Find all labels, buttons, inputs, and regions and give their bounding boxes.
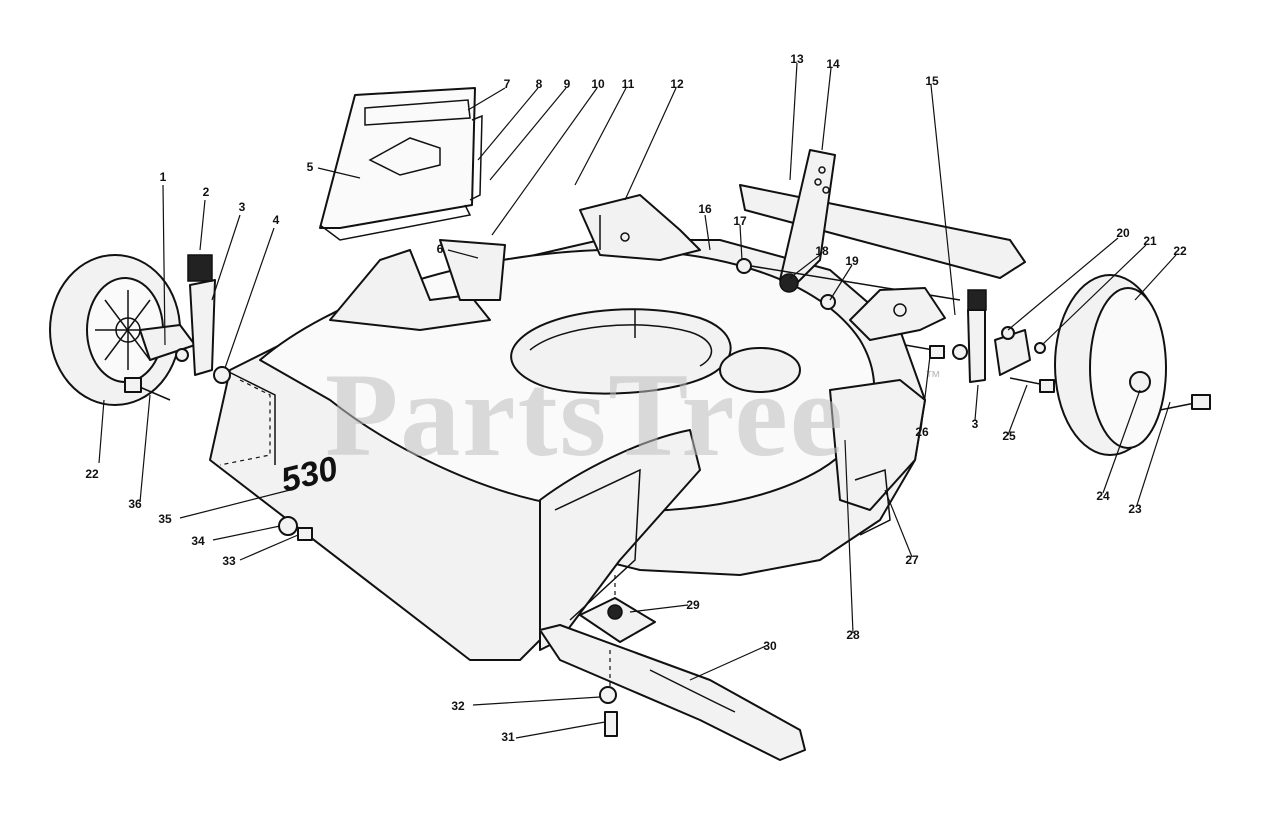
callout-14: 14 bbox=[826, 57, 840, 71]
watermark-trademark: ™ bbox=[925, 369, 941, 386]
callout-10: 10 bbox=[591, 77, 605, 91]
callout-11: 11 bbox=[622, 77, 635, 91]
right-wheel-assembly bbox=[1054, 274, 1211, 456]
right-height-bracket bbox=[849, 287, 1055, 393]
callout-leaders bbox=[98, 62, 1177, 739]
callout-27: 27 bbox=[905, 553, 919, 567]
callout-31: 31 bbox=[501, 730, 515, 744]
callout-labels: 1 2 3 3 4 5 6 7 8 9 10 11 12 13 14 15 16… bbox=[85, 52, 1187, 744]
callout-30: 30 bbox=[763, 639, 777, 653]
callout-13: 13 bbox=[790, 52, 804, 66]
callout-7: 7 bbox=[504, 77, 511, 91]
callout-35: 35 bbox=[158, 512, 172, 526]
callout-8: 8 bbox=[536, 77, 543, 91]
watermark-text: PartsTree bbox=[325, 348, 845, 481]
callout-1: 1 bbox=[160, 170, 167, 184]
callout-15: 15 bbox=[925, 74, 939, 88]
callout-19: 19 bbox=[845, 254, 859, 268]
callout-24: 24 bbox=[1096, 489, 1110, 503]
rear-height-adjuster bbox=[736, 149, 1026, 310]
callout-6: 6 bbox=[437, 242, 444, 256]
callout-2: 2 bbox=[203, 185, 210, 199]
callout-29: 29 bbox=[686, 598, 700, 612]
rear-flap-assembly bbox=[319, 87, 483, 241]
watermark: PartsTree ™ bbox=[325, 348, 941, 481]
callout-25: 25 bbox=[1002, 429, 1016, 443]
callout-23: 23 bbox=[1128, 502, 1142, 516]
callout-28: 28 bbox=[846, 628, 860, 642]
callout-22-left: 22 bbox=[85, 467, 99, 481]
callout-20: 20 bbox=[1116, 226, 1130, 240]
callout-26: 26 bbox=[915, 425, 929, 439]
callout-9: 9 bbox=[564, 77, 571, 91]
callout-16: 16 bbox=[698, 202, 712, 216]
callout-32: 32 bbox=[451, 699, 465, 713]
callout-22-right: 22 bbox=[1173, 244, 1187, 258]
left-wheel-assembly bbox=[49, 254, 231, 406]
callout-3-left: 3 bbox=[239, 200, 246, 214]
callout-17: 17 bbox=[733, 214, 747, 228]
callout-12: 12 bbox=[670, 77, 684, 91]
callout-34: 34 bbox=[191, 534, 205, 548]
callout-36: 36 bbox=[128, 497, 142, 511]
callout-21: 21 bbox=[1143, 234, 1157, 248]
callout-3-right: 3 bbox=[972, 417, 979, 431]
callout-33: 33 bbox=[222, 554, 236, 568]
callout-18: 18 bbox=[815, 244, 829, 258]
callout-4: 4 bbox=[273, 213, 280, 227]
callout-5: 5 bbox=[307, 160, 314, 174]
blade-assembly bbox=[539, 575, 806, 761]
mower-deck-housing bbox=[209, 194, 926, 661]
